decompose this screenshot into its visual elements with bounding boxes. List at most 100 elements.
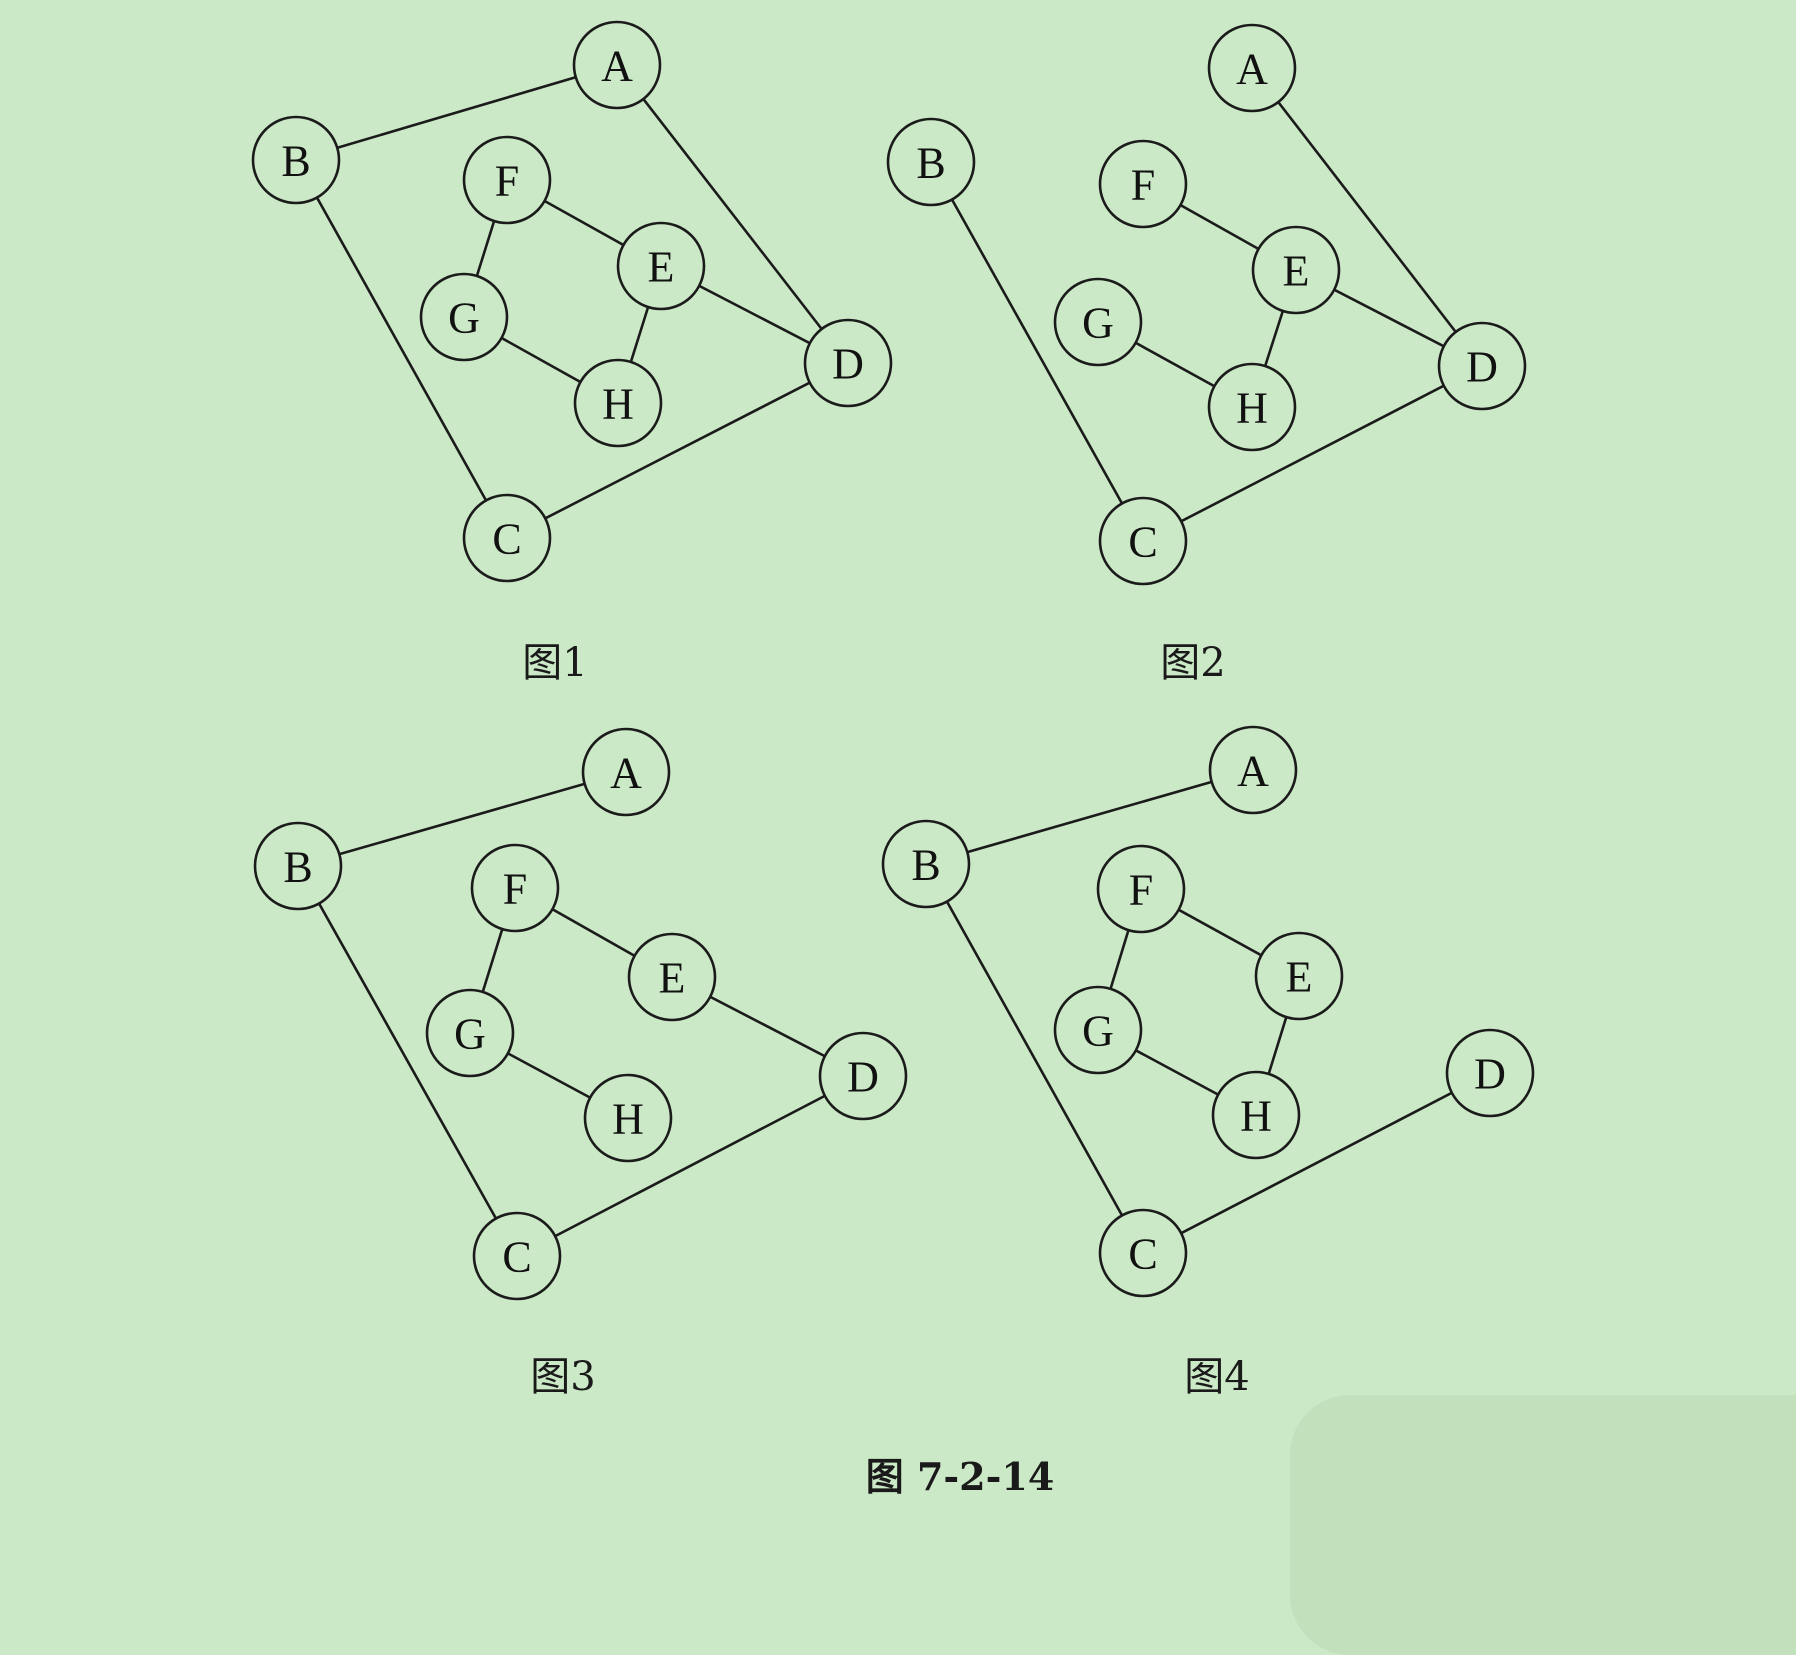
node-a: A bbox=[1208, 725, 1298, 815]
node-label: D bbox=[832, 340, 864, 389]
node-circle bbox=[1053, 277, 1143, 367]
node-c: C bbox=[1098, 1208, 1188, 1298]
edge-c-d bbox=[505, 361, 850, 540]
node-label: F bbox=[503, 865, 527, 914]
node-circle bbox=[470, 843, 560, 933]
node-label: B bbox=[283, 843, 312, 892]
node-label: F bbox=[495, 157, 519, 206]
edge-b-c bbox=[296, 864, 519, 1258]
node-circle bbox=[572, 20, 662, 110]
edge-b-a bbox=[296, 770, 628, 868]
node-label: E bbox=[659, 954, 686, 1003]
node-label: D bbox=[1474, 1050, 1506, 1099]
node-d: D bbox=[1437, 321, 1527, 411]
node-label: E bbox=[1286, 953, 1313, 1002]
node-circle bbox=[803, 318, 893, 408]
edge-b-a bbox=[294, 63, 619, 162]
node-h: H bbox=[1207, 362, 1297, 452]
node-circle bbox=[583, 1073, 673, 1163]
edge-a-d bbox=[615, 63, 850, 365]
caption-graph-3: 图3 bbox=[530, 1354, 596, 1400]
node-label: A bbox=[601, 42, 633, 91]
node-circle bbox=[251, 115, 341, 205]
node-circle bbox=[818, 1031, 908, 1121]
node-e: E bbox=[1251, 225, 1341, 315]
node-c: C bbox=[462, 493, 552, 583]
node-circle bbox=[1437, 321, 1527, 411]
node-d: D bbox=[803, 318, 893, 408]
node-h: H bbox=[583, 1073, 673, 1163]
node-label: H bbox=[1236, 384, 1268, 433]
node-b: B bbox=[886, 117, 976, 207]
node-label: A bbox=[1237, 747, 1269, 796]
node-label: A bbox=[1236, 45, 1268, 94]
node-circle bbox=[253, 821, 343, 911]
node-label: D bbox=[1466, 343, 1498, 392]
node-c: C bbox=[1098, 496, 1188, 586]
node-label: A bbox=[610, 749, 642, 798]
edge-b-c bbox=[294, 158, 509, 540]
node-circle bbox=[886, 117, 976, 207]
node-label: E bbox=[648, 243, 675, 292]
node-f: F bbox=[1096, 844, 1186, 934]
node-label: C bbox=[1128, 518, 1157, 567]
node-label: E bbox=[1283, 247, 1310, 296]
node-circle bbox=[462, 135, 552, 225]
node-b: B bbox=[253, 821, 343, 911]
node-d: D bbox=[818, 1031, 908, 1121]
node-label: F bbox=[1131, 161, 1155, 210]
node-g: G bbox=[1053, 985, 1143, 1075]
node-a: A bbox=[572, 20, 662, 110]
node-circle bbox=[425, 988, 515, 1078]
graph-2: A B F E G D H C bbox=[886, 23, 1527, 586]
node-h: H bbox=[573, 358, 663, 448]
node-a: A bbox=[581, 727, 671, 817]
node-h: H bbox=[1211, 1070, 1301, 1160]
node-circle bbox=[1098, 1208, 1188, 1298]
node-label: G bbox=[454, 1010, 486, 1059]
node-a: A bbox=[1207, 23, 1297, 113]
node-circle bbox=[581, 727, 671, 817]
node-circle bbox=[1445, 1028, 1535, 1118]
node-circle bbox=[627, 932, 717, 1022]
node-label: C bbox=[492, 515, 521, 564]
node-d: D bbox=[1445, 1028, 1535, 1118]
node-circle bbox=[881, 819, 971, 909]
node-b: B bbox=[881, 819, 971, 909]
node-circle bbox=[1251, 225, 1341, 315]
node-c: C bbox=[472, 1211, 562, 1301]
node-circle bbox=[1207, 23, 1297, 113]
node-label: F bbox=[1129, 866, 1153, 915]
node-label: G bbox=[1082, 299, 1114, 348]
node-b: B bbox=[251, 115, 341, 205]
caption-graph-1: 图1 bbox=[522, 640, 588, 686]
caption-graph-2: 图2 bbox=[1160, 640, 1226, 686]
node-f: F bbox=[470, 843, 560, 933]
edge-c-d bbox=[515, 1074, 865, 1258]
node-label: D bbox=[847, 1053, 879, 1102]
node-g: G bbox=[1053, 277, 1143, 367]
edge-c-d bbox=[1141, 1071, 1492, 1255]
figure-title: 图 7-2-14 bbox=[865, 1454, 1055, 1499]
node-circle bbox=[573, 358, 663, 448]
node-circle bbox=[1208, 725, 1298, 815]
node-circle bbox=[462, 493, 552, 583]
node-circle bbox=[1053, 985, 1143, 1075]
node-circle bbox=[1098, 496, 1188, 586]
node-circle bbox=[419, 272, 509, 362]
node-label: H bbox=[1240, 1092, 1272, 1141]
node-circle bbox=[1211, 1070, 1301, 1160]
caption-graph-4: 图4 bbox=[1184, 1354, 1250, 1400]
node-circle bbox=[1254, 931, 1344, 1021]
node-circle bbox=[1096, 844, 1186, 934]
graph-3: A B F E G D HC bbox=[253, 727, 908, 1301]
node-label: B bbox=[916, 139, 945, 188]
node-e: E bbox=[627, 932, 717, 1022]
node-label: G bbox=[448, 294, 480, 343]
edge-a-d bbox=[1250, 66, 1484, 368]
node-e: E bbox=[616, 221, 706, 311]
node-circle bbox=[472, 1211, 562, 1301]
node-circle bbox=[616, 221, 706, 311]
node-label: B bbox=[281, 137, 310, 186]
